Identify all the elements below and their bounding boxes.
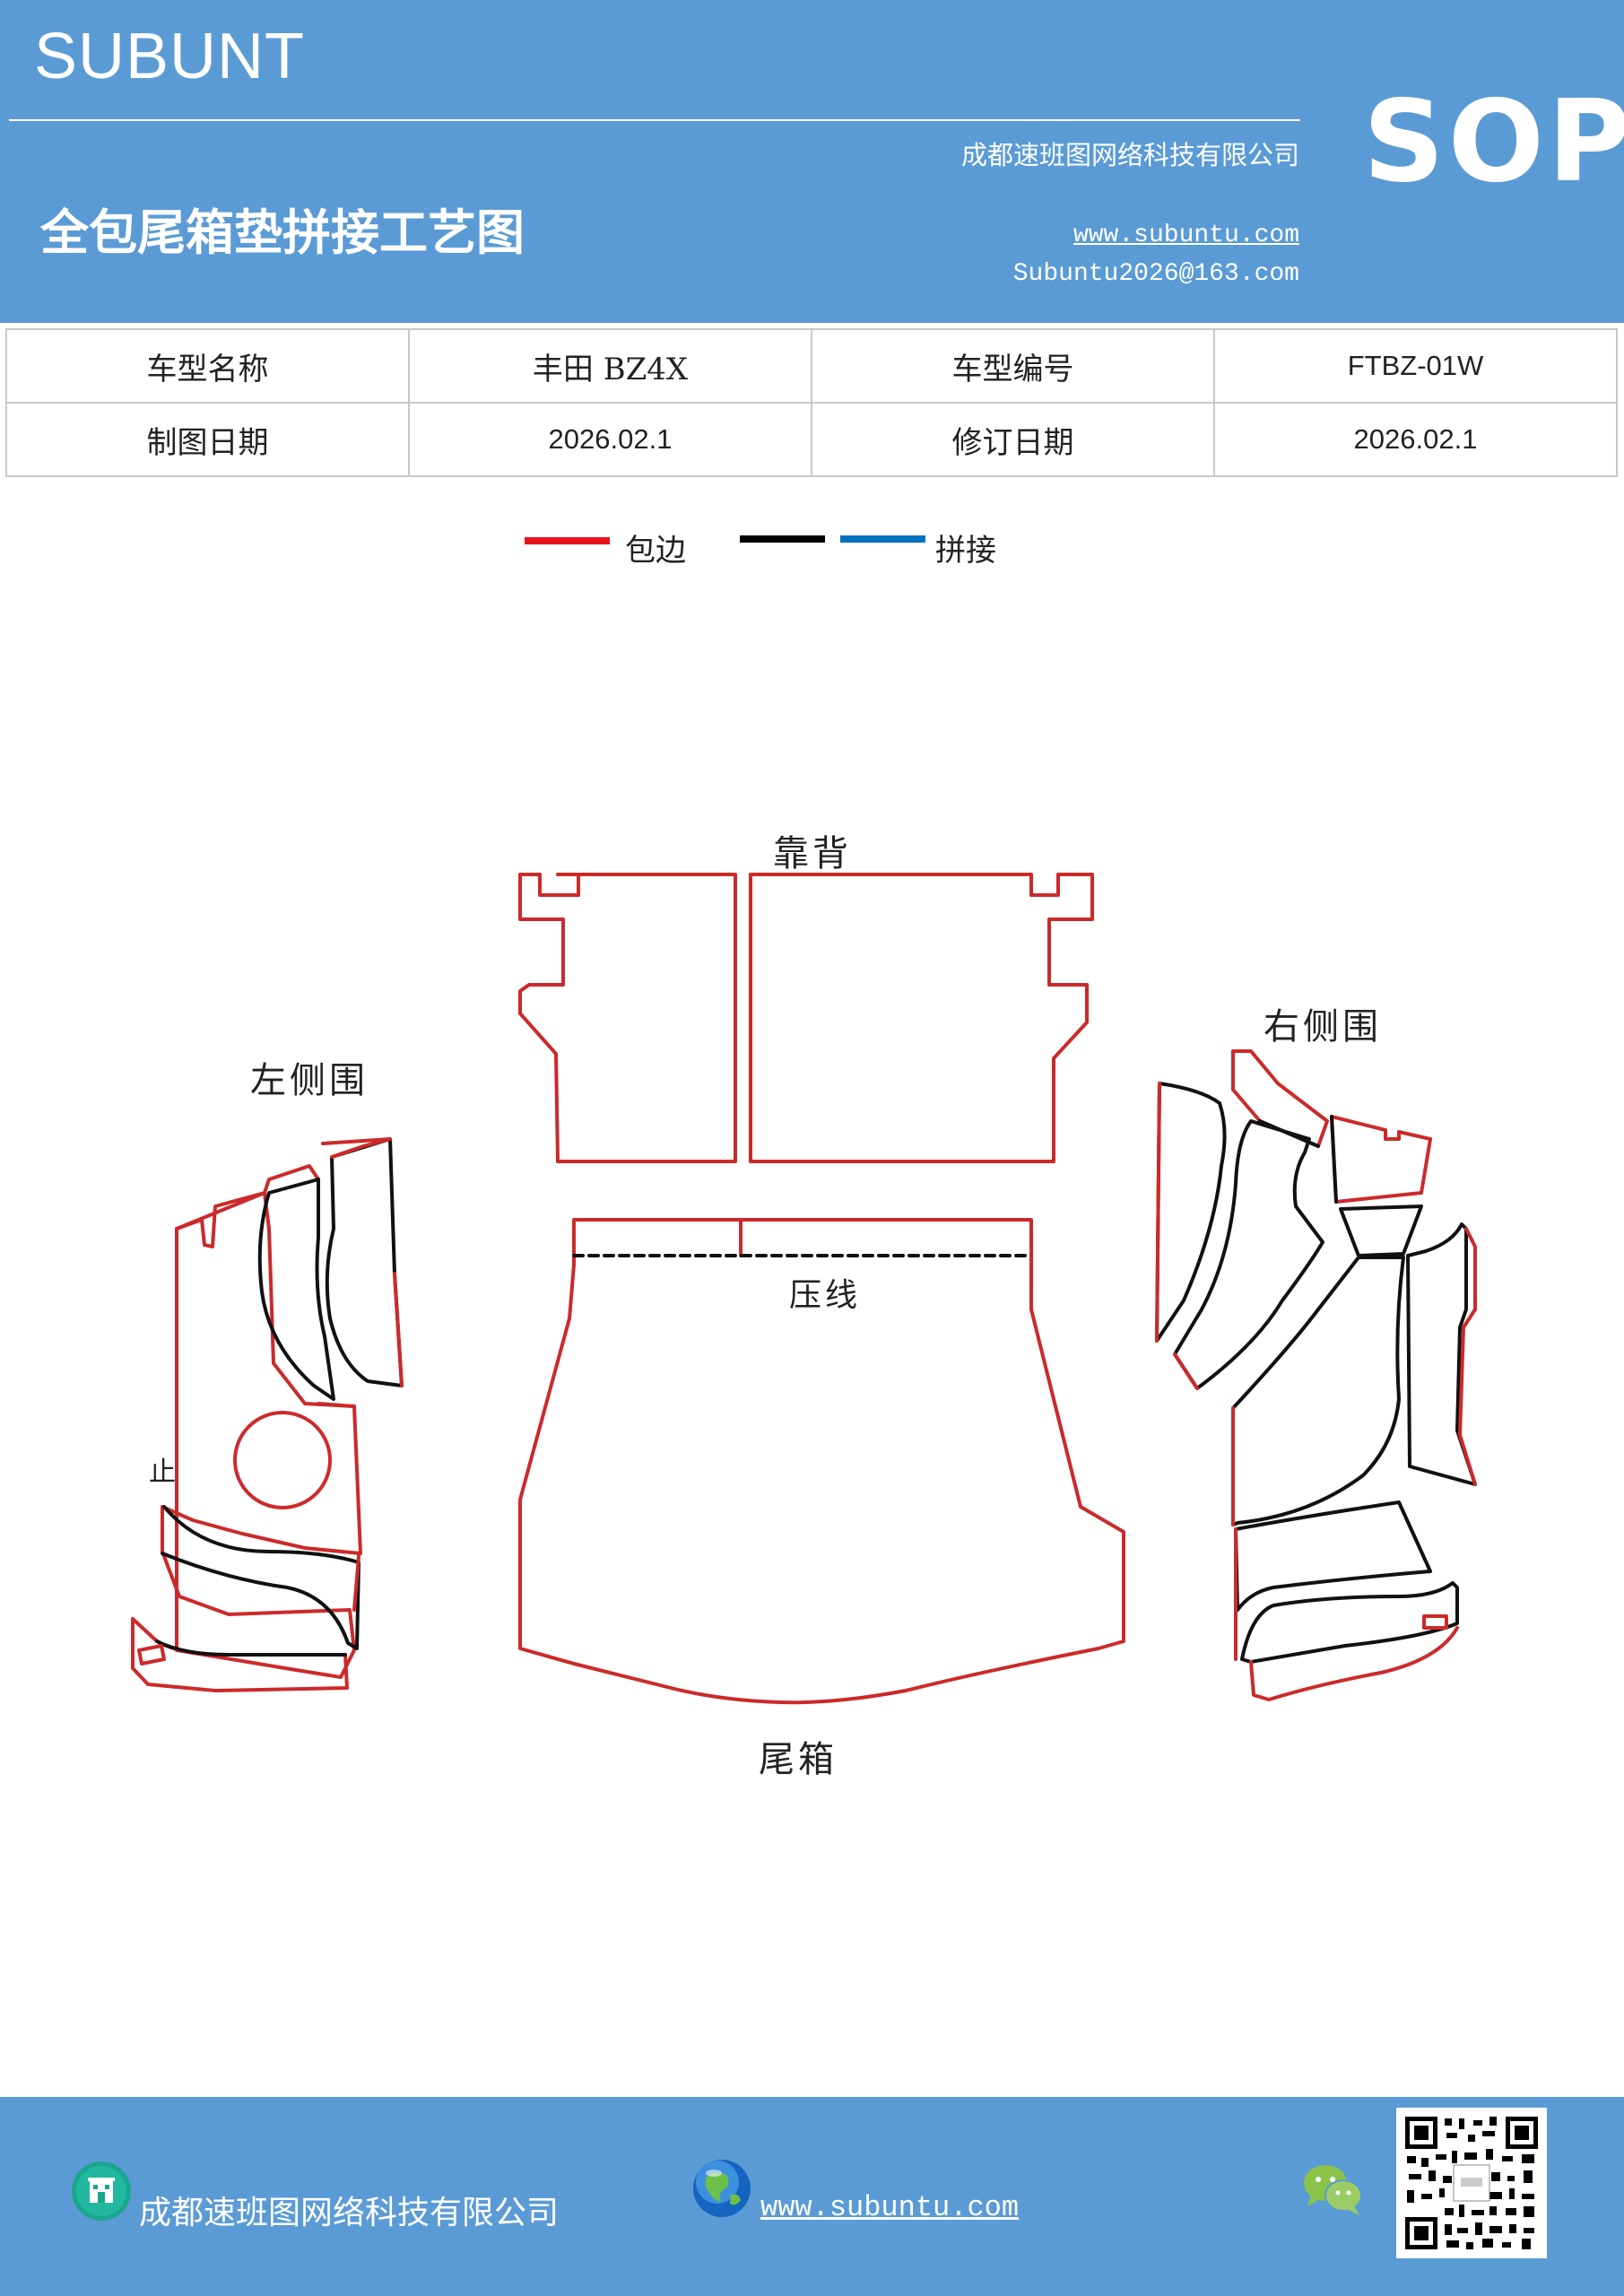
right-side-tab <box>1422 1614 1448 1630</box>
legend-line-red <box>525 537 610 544</box>
left-side-upper-strip <box>175 1164 320 1248</box>
building-icon <box>72 2161 131 2221</box>
globe-icon <box>693 2160 751 2217</box>
right-side-bottom-edge <box>1249 1626 1459 1701</box>
right-side-top-cap <box>1231 1049 1329 1148</box>
right-side-bottom-piece <box>1240 1581 1459 1664</box>
footer-company-name: 成都速班图网络科技有限公司 <box>139 2195 560 2231</box>
footer-website-link[interactable]: www.subuntu.com <box>760 2191 1020 2224</box>
website-link[interactable]: www.subuntu.com <box>1073 222 1299 249</box>
left-side-edge-highlight <box>317 1137 392 1612</box>
seat-back-right-piece <box>749 873 1094 1163</box>
document-title: 全包尾箱垫拼接工艺图 <box>40 204 525 261</box>
trunk-mat-diagram <box>131 873 1477 1705</box>
label-press-line: 压线 <box>789 1277 862 1314</box>
header-banner: SUBUNT 成都速班图网络科技有限公司 全包尾箱垫拼接工艺图 www.subu… <box>0 0 1624 323</box>
right-side-piece-2-edge <box>1173 1352 1199 1390</box>
table-cell: 车型编号 <box>811 328 1215 404</box>
table-cell: 车型名称 <box>5 328 410 404</box>
label-right-side: 右侧围 <box>1264 1006 1382 1048</box>
right-side-bracket-seam <box>1330 1115 1338 1204</box>
header-divider <box>9 119 1300 121</box>
right-side-strip-edge <box>1458 1227 1477 1486</box>
qr-code <box>1396 2108 1547 2258</box>
left-side-speaker-hole <box>233 1411 332 1509</box>
table-row: 车型名称 丰田 BZ4X 车型编号 FTBZ-01W <box>5 328 1618 404</box>
legend-label-edge: 包边 <box>625 533 686 569</box>
label-left-side: 左侧围 <box>250 1060 369 1101</box>
seat-back-left-piece <box>518 873 737 1163</box>
left-side-inner-blade-2 <box>325 1137 404 1387</box>
label-left-fragment: 止 <box>149 1457 179 1488</box>
right-side-piece-1 <box>1155 1082 1227 1343</box>
qr-code-pattern <box>1403 2115 1540 2251</box>
table-cell: 2026.02.1 <box>408 402 812 477</box>
left-side-lower-piece <box>161 1505 360 1650</box>
right-side-piece-2 <box>1173 1119 1324 1390</box>
legend-line-black <box>740 535 825 543</box>
table-cell: 2026.02.1 <box>1213 402 1618 477</box>
brand-name: SUBUNT <box>34 21 306 92</box>
table-cell: 修订日期 <box>811 402 1215 477</box>
left-side-bottom-seam <box>155 1639 347 1657</box>
right-side-lower-piece <box>1234 1500 1432 1612</box>
email-address: Subuntu2026@163.com <box>1012 260 1299 288</box>
label-seat-back: 靠背 <box>773 833 852 874</box>
right-side-top-cap-seam <box>1258 1119 1320 1148</box>
table-cell: 制图日期 <box>5 402 410 477</box>
company-name: 成都速班图网络科技有限公司 <box>960 140 1299 170</box>
vehicle-info-table: 车型名称 丰田 BZ4X 车型编号 FTBZ-01W 制图日期 2026.02.… <box>5 328 1618 477</box>
right-side-main-piece <box>1231 1256 1405 1526</box>
label-trunk: 尾箱 <box>759 1739 838 1780</box>
right-side-trapezoid <box>1339 1205 1423 1257</box>
legend-label-splice: 拼接 <box>935 533 996 569</box>
table-cell: FTBZ-01W <box>1213 328 1618 404</box>
legend-line-blue <box>840 535 925 543</box>
table-row: 制图日期 2026.02.1 修订日期 2026.02.1 <box>5 402 1618 477</box>
left-side-inner-blade-1 <box>257 1178 335 1401</box>
right-side-bracket <box>1330 1115 1432 1204</box>
table-cell: 丰田 BZ4X <box>408 328 812 404</box>
right-side-piece-1-edge <box>1155 1082 1161 1343</box>
left-side-tab <box>137 1644 166 1665</box>
sop-badge: SOP <box>1363 75 1624 207</box>
trunk-floor-piece <box>518 1218 1125 1705</box>
wechat-icon <box>1304 2165 1362 2215</box>
right-side-strip <box>1406 1222 1477 1486</box>
